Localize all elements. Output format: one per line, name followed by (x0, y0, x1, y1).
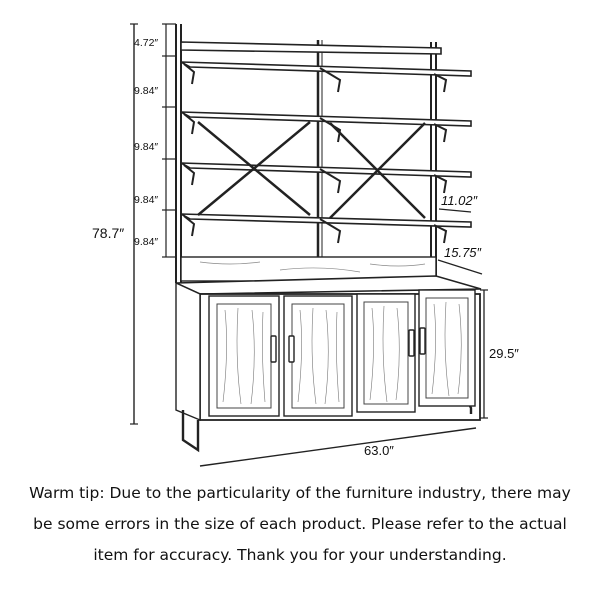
door-4 (418, 289, 476, 407)
shelf-brackets (183, 63, 448, 244)
dim-cabinet-height: 29.5″ (489, 346, 519, 361)
warm-tip-line-3: item for accuracy. Thank you for your un… (93, 546, 507, 564)
cabinet (175, 275, 482, 453)
dim-tier-3: 9.84″ (134, 194, 158, 206)
dim-cabinet-depth: 15.75″ (444, 245, 482, 260)
warm-tip-line-2: be some errors in the size of each produ… (33, 515, 567, 533)
shelves (180, 41, 472, 228)
shelf-4 (180, 213, 472, 228)
dim-tier-1: 9.84″ (134, 85, 158, 97)
hutch-cabinet-diagram: 4.72″ 9.84″ 9.84″ 9.84″ 9.84″ 78.7″ 11.0… (92, 23, 519, 467)
shelf-1 (180, 61, 472, 77)
dim-tier-top: 4.72″ (134, 37, 158, 49)
dimension-lines (130, 23, 488, 467)
door-1 (208, 295, 280, 417)
shelf-3 (180, 162, 472, 178)
top-shelf (180, 41, 442, 55)
door-handles (270, 327, 426, 363)
dim-tier-4: 9.84″ (134, 236, 158, 248)
warm-tip-text: Warm tip: Due to the particularity of th… (10, 478, 590, 571)
warm-tip-line-1: Warm tip: Due to the particularity of th… (29, 484, 571, 502)
dim-shelf-depth: 11.02″ (441, 193, 478, 208)
shelf-2 (180, 111, 472, 127)
dim-width: 63.0″ (364, 443, 394, 458)
dim-tier-2: 9.84″ (134, 141, 158, 153)
hutch-frame (175, 24, 437, 283)
x-braces (197, 121, 426, 219)
dim-total-height: 78.7″ (92, 225, 124, 241)
door-2 (283, 295, 353, 417)
